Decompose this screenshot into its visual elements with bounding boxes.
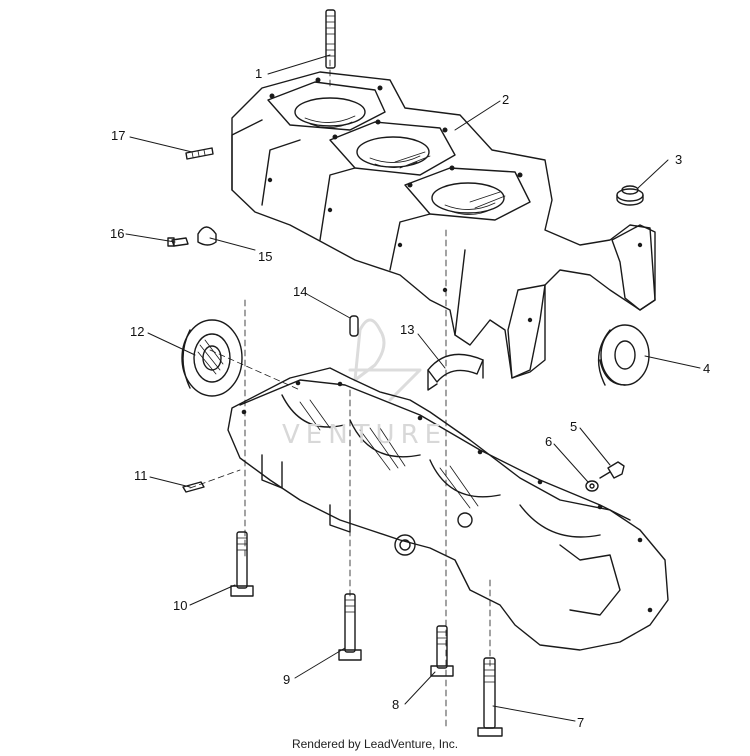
leadventure-watermark-logo [348,318,422,402]
part-15-tab [197,226,217,246]
part-7-bolt [477,657,503,737]
callout-15: 15 [258,249,273,264]
callout-6: 6 [545,434,553,449]
callout-16: 16 [110,226,125,241]
part-5-screw [599,461,625,479]
part-1-stud [325,9,336,69]
callout-2: 2 [502,92,510,107]
callout-5: 5 [570,419,578,434]
upper-crankcase [231,71,656,379]
lower-crankcase [227,367,669,651]
callout-7: 7 [577,715,585,730]
callout-11: 11 [134,468,148,483]
part-10-bolt [230,531,254,597]
callout-4: 4 [703,361,711,376]
part-17-stud [185,147,214,160]
part-8-bolt [430,625,454,677]
leader-lines [125,54,701,722]
part-9-bolt [338,593,362,661]
callout-3: 3 [675,152,683,167]
callout-13: 13 [400,322,415,337]
part-6-washer [585,480,599,492]
part-14-dowel [349,315,359,337]
part-3-plug [616,185,644,206]
part-12-seal [181,319,243,397]
alignment-lines [189,59,491,731]
part-11-pin [182,481,205,493]
render-credit: Rendered by LeadVenture, Inc. [291,737,459,751]
callout-10: 10 [173,598,188,613]
callout-12: 12 [130,324,145,339]
callout-9: 9 [283,672,291,687]
watermark-text: VENTURE [282,420,448,450]
part-13-bearing-half [427,353,484,391]
part-16-screw [167,237,189,247]
callout-17: 17 [111,128,126,143]
callout-1: 1 [255,66,263,81]
part-4-seal [597,324,650,386]
callout-8: 8 [392,697,400,712]
callout-14: 14 [293,284,308,299]
